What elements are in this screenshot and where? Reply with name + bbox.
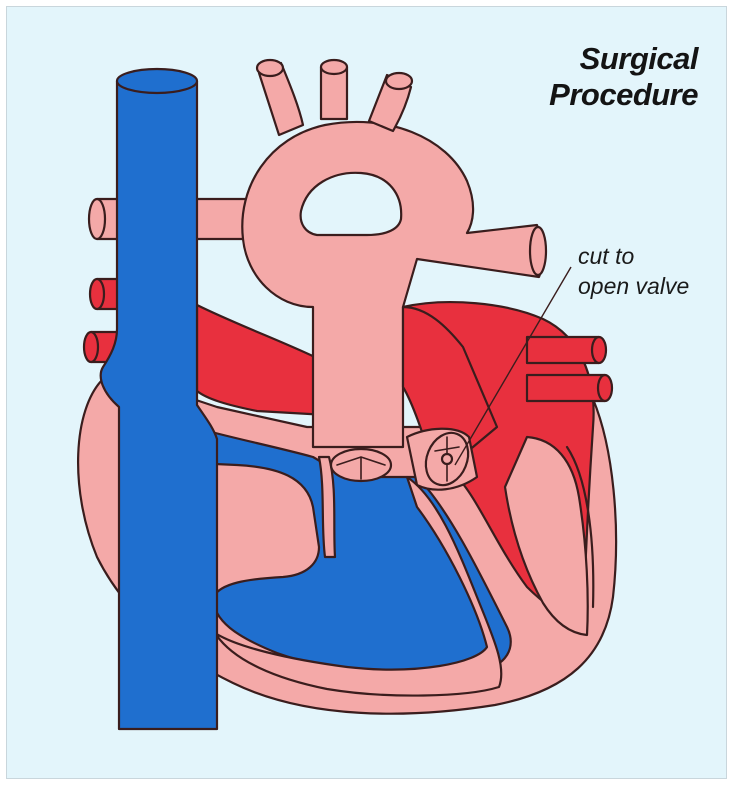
pulmonary-vein-low-right [527, 375, 605, 401]
pulmonary-vein-upper-right [527, 337, 599, 363]
left-atrium [197, 305, 327, 415]
diagram-frame: Surgical Procedure cut to open valve [6, 6, 727, 779]
title-line-2: Procedure [549, 77, 698, 113]
diagram-title: Surgical Procedure [549, 41, 698, 113]
annotation-label: cut to open valve [578, 241, 689, 301]
title-line-1: Surgical [549, 41, 698, 77]
heart-illustration [7, 7, 727, 779]
annotation-line-2: open valve [578, 271, 689, 301]
annotation-line-1: cut to [578, 241, 689, 271]
vena-cava-opening [117, 69, 197, 93]
